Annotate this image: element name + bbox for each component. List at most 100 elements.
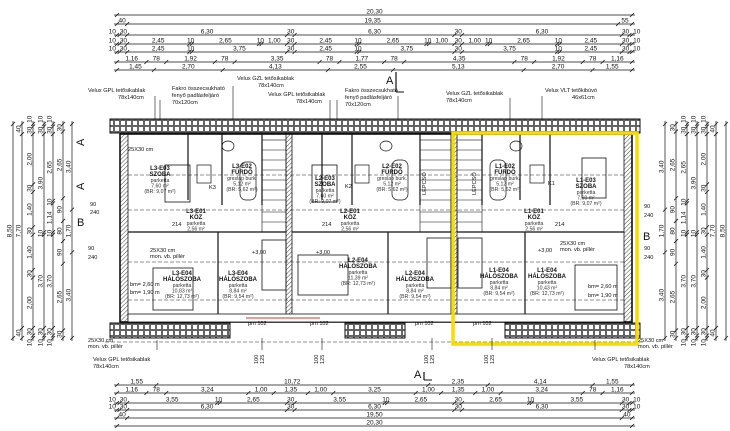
dimension-tick	[30, 189, 36, 195]
dimension-label: 6,30	[368, 29, 381, 36]
dimension-label: 10	[681, 198, 688, 206]
dimension-tick	[41, 121, 47, 127]
dimension-tick	[151, 67, 157, 73]
dimension-tick	[452, 407, 457, 413]
dimension-label: 2,65	[517, 38, 530, 45]
dimension-tick	[187, 41, 192, 47]
dimension-label: 19,35	[364, 18, 381, 25]
dimension-tick	[424, 41, 429, 47]
room-text: 10,83 m²	[172, 289, 193, 295]
top-dimension-row: 20,30	[114, 9, 635, 18]
door-width: 90	[644, 204, 650, 210]
dimension-label: 3,24	[201, 387, 214, 394]
dimension-label: 1,14	[47, 211, 54, 224]
dimension-label: 1,16	[125, 56, 138, 63]
roof-band-bottom-right	[504, 322, 641, 339]
dimension-tick	[337, 59, 342, 65]
dimension-label: 1,35	[284, 387, 297, 394]
room-text: parketta	[341, 221, 360, 227]
highlighted-unit-l1[interactable]	[451, 131, 639, 346]
dimension-label: 10	[47, 339, 54, 347]
dimension-tick	[114, 67, 120, 73]
dimension-label: 30	[120, 397, 128, 404]
dimension-tick	[459, 407, 465, 413]
dimension-tick	[114, 32, 120, 38]
room-text: HÁLÓSZOBA	[480, 272, 519, 280]
dimension-tick	[627, 41, 632, 47]
dimension-tick	[114, 400, 120, 406]
dimension-label: 78	[153, 387, 161, 394]
dimension-label: 3,90	[38, 176, 45, 189]
dimension-tick	[284, 32, 290, 38]
dimension-label: 10	[681, 115, 688, 123]
dimension-label: 10	[691, 115, 698, 123]
dimension-label: 2,45	[584, 46, 597, 53]
dimension-tick	[713, 121, 719, 127]
dimension-label: 6,30	[536, 29, 549, 36]
dimension-tick	[704, 124, 710, 129]
dimension-tick	[704, 121, 710, 127]
door-214: 214	[172, 222, 181, 228]
dimension-tick	[629, 382, 635, 388]
room-text: parketta	[490, 280, 509, 286]
dimension-label: 1,40	[27, 203, 34, 216]
dimension-label: 30	[701, 184, 708, 192]
dimension-label: 78	[589, 56, 597, 63]
room-text: L1-E04	[537, 268, 557, 274]
dimension-label: 1,16	[611, 387, 624, 394]
dimension-label: 30	[691, 328, 698, 336]
dimension-tick	[629, 59, 635, 65]
kemeny-k3: K3	[209, 185, 216, 191]
dimension-tick	[615, 21, 621, 27]
bm-190: bm= 1,90 m	[130, 290, 160, 296]
dimension-tick	[60, 261, 66, 267]
dimension-tick	[117, 32, 122, 38]
dimension-tick	[41, 232, 47, 238]
room-text: (BR: 12,73 m²)	[165, 294, 199, 300]
room-text: parketta	[229, 283, 248, 289]
dimension-label: 10	[187, 46, 195, 53]
dimension-tick	[452, 400, 457, 406]
dimension-label: 3,75	[503, 46, 516, 53]
dimension-tick	[662, 335, 668, 341]
dimension-label: 3,40	[659, 288, 666, 301]
dimension-tick	[50, 325, 56, 331]
dimension-tick	[381, 59, 387, 65]
dimension-label: 10	[633, 29, 641, 36]
dimension-tick	[694, 232, 700, 238]
dimension-label: 7,70	[16, 224, 23, 237]
pillar-note-left: 25X30 cm	[128, 147, 154, 153]
dimension-label: 20,30	[366, 420, 383, 427]
room-text: 2,56 m²	[341, 227, 359, 233]
dimension-tick	[662, 250, 668, 255]
dimension-tick	[163, 390, 169, 396]
dimension-tick	[117, 400, 122, 406]
section-a-top: A	[386, 75, 394, 87]
dimension-label: 40	[118, 18, 126, 25]
room-text: (BR: 5,62 m²)	[489, 187, 520, 193]
dimension-label: 80	[57, 227, 64, 235]
dimension-tick	[30, 275, 36, 280]
dimension-tick	[60, 121, 66, 127]
dimension-label: 2,00	[27, 296, 34, 309]
room-text: parketta	[525, 221, 544, 227]
room-text: KÖZ	[528, 214, 541, 221]
dimension-label: 30	[27, 227, 34, 235]
dimension-label: 30	[455, 29, 463, 36]
dimension-tick	[19, 121, 25, 127]
dimension-label: 30	[622, 38, 630, 45]
dimension-label: 10	[257, 38, 265, 45]
stair-label: LÉPCSŐ	[421, 172, 428, 195]
room-text: SZOBA	[150, 172, 172, 178]
dimension-tick	[356, 49, 362, 55]
